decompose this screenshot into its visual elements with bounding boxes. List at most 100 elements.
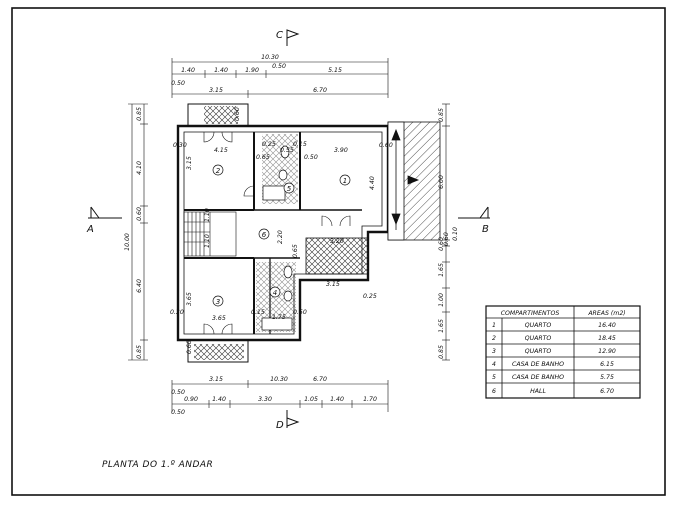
bottom-dim-5: 1.40 — [212, 396, 226, 403]
inner-dim: 0.50 — [293, 309, 307, 316]
section-mark-c — [286, 29, 300, 46]
top-total-dim: 10.30 — [261, 54, 279, 61]
top-dim-4: 5.15 — [328, 67, 342, 74]
top-dim-3: 1.90 — [245, 67, 259, 74]
inner-dim: 0.50 — [304, 154, 318, 161]
top-dim-2: 1.40 — [214, 67, 228, 74]
bottom-dim-2: 6.70 — [313, 376, 327, 383]
left-total-dim: 10.00 — [124, 233, 131, 251]
left-dim-5: 0.85 — [136, 345, 143, 359]
inner-dim: 2.20 — [277, 230, 284, 244]
top-dim-6: 3.15 — [209, 87, 223, 94]
left-dim-2: 4.10 — [136, 161, 143, 175]
table-row-area: 12.90 — [598, 348, 616, 355]
right-dim-8: 0.85 — [438, 345, 445, 359]
section-label-c: C — [276, 30, 283, 41]
inner-dim: 0.30 — [173, 142, 187, 149]
room-number-4: 4 — [273, 289, 277, 297]
inner-dim: 4.40 — [369, 176, 376, 190]
inner-dim: 3.65 — [186, 292, 193, 306]
inner-dim: 0.25 — [262, 141, 276, 148]
top-dim-7: 6.70 — [313, 87, 327, 94]
bottom-dim-3: 0.50 — [171, 389, 185, 396]
inner-dim: 0.60 — [234, 107, 241, 121]
left-dim-3: 0.60 — [136, 207, 143, 221]
room-number-1: 1 — [343, 177, 347, 185]
room-number-3: 3 — [216, 298, 220, 306]
table-row-name: QUARTO — [525, 322, 552, 329]
top-mid-dim: 0.50 — [272, 63, 286, 70]
room-number-6: 6 — [262, 231, 267, 239]
stairs — [183, 211, 237, 257]
inner-dim: 0.55 — [280, 147, 294, 154]
right-dim-6: 1.00 — [438, 293, 445, 307]
table-row-area: 16.40 — [598, 322, 616, 329]
table-header-areas: AREAS (m2) — [587, 310, 625, 317]
bathroom-fixtures — [261, 145, 293, 331]
bottom-dim-4: 0.90 — [184, 396, 198, 403]
inner-dim: 0.25 — [363, 293, 377, 300]
table-row-name: CASA DE BANHO — [512, 374, 564, 381]
section-label-d: D — [276, 420, 284, 431]
room-number-5: 5 — [287, 185, 292, 193]
section-label-b: B — [482, 224, 489, 235]
inner-dim: 0.65 — [256, 154, 270, 161]
balcony-bottom-hatch — [194, 344, 244, 360]
inner-dim: 3.90 — [334, 147, 348, 154]
sheet-border — [11, 7, 666, 496]
right-dim-1: 0.85 — [438, 108, 445, 122]
bottom-dim-7: 1.05 — [304, 396, 318, 403]
table-header-compartimentos: COMPARTIMENTOS — [501, 310, 560, 317]
table-row-name: HALL — [530, 388, 546, 395]
table-row-area: 18.45 — [598, 335, 616, 342]
drawing-title: PLANTA DO 1.º ANDAR — [102, 460, 213, 470]
table-row-name: QUARTO — [525, 335, 552, 342]
table-row-name: QUARTO — [525, 348, 552, 355]
bottom-dim-8: 1.40 — [330, 396, 344, 403]
top-dim-1: 1.40 — [181, 67, 195, 74]
inner-dim: 0.30 — [170, 309, 184, 316]
doors — [203, 131, 351, 335]
right-dim-2: 6.00 — [438, 175, 445, 189]
room-markers — [212, 164, 351, 307]
section-mark-b — [458, 206, 490, 219]
top-dim-5: 0.50 — [171, 80, 185, 87]
table-row-area: 5.75 — [600, 374, 614, 381]
bottom-dim-10: 0.50 — [171, 409, 185, 416]
inner-dim: 0.15 — [251, 309, 265, 316]
room-number-2: 2 — [216, 167, 221, 175]
bottom-dimensions — [171, 380, 389, 412]
table-row-area: 6.15 — [600, 361, 614, 368]
terrace-hatch — [305, 237, 369, 275]
bottom-total-dim: 10.30 — [270, 376, 288, 383]
inner-dim: 0.15 — [293, 141, 307, 148]
bottom-dim-9: 1.70 — [363, 396, 377, 403]
right-dim-5: 1.65 — [438, 263, 445, 277]
table-row-n: 6 — [492, 388, 496, 395]
inner-dim: 0.65 — [292, 244, 299, 258]
inner-dim: 0.60 — [186, 340, 193, 354]
table-row-n: 5 — [492, 374, 496, 381]
right-dimensions — [442, 103, 450, 361]
inner-dim: 0.60 — [379, 142, 393, 149]
table-row-name: CASA DE BANHO — [512, 361, 564, 368]
table-row-area: 6.70 — [600, 388, 614, 395]
left-dim-1: 0.85 — [136, 107, 143, 121]
section-label-a: A — [86, 224, 94, 235]
inner-dim: 3.20 — [330, 238, 344, 245]
right-dim-7: 1.65 — [438, 319, 445, 333]
balcony-top-hatch — [204, 106, 238, 124]
inner-dim: 1.75 — [272, 314, 286, 321]
areas-table — [485, 305, 641, 399]
left-dim-4: 6.40 — [136, 279, 143, 293]
inner-dim: 1.10 — [204, 208, 211, 222]
table-row-n: 1 — [492, 322, 496, 329]
right-dim-4: 0.60 — [438, 237, 445, 251]
table-row-n: 4 — [492, 361, 496, 368]
inner-dim: 4.15 — [214, 147, 228, 154]
section-mark-a — [88, 206, 122, 219]
table-row-n: 2 — [492, 335, 496, 342]
inner-dim: 3.15 — [186, 156, 193, 170]
inner-dim: 3.65 — [212, 315, 226, 322]
